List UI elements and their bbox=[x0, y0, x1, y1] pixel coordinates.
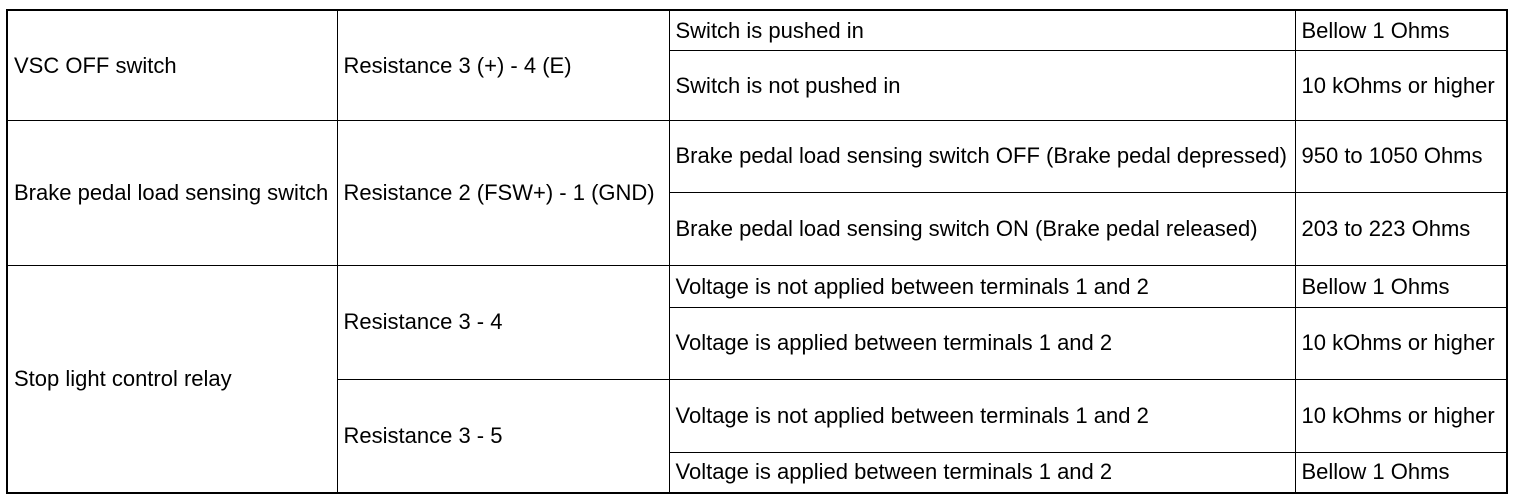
measurement-cell: Resistance 2 (FSW+) - 1 (GND) bbox=[336, 120, 670, 266]
condition-cell: Switch is not pushed in bbox=[668, 50, 1296, 122]
spec-cell: 10 kOhms or higher bbox=[1294, 307, 1508, 380]
condition-cell: Switch is pushed in bbox=[668, 9, 1296, 52]
condition-cell: Voltage is not applied between terminals… bbox=[668, 264, 1296, 309]
condition-cell: Brake pedal load sensing switch ON (Brak… bbox=[668, 191, 1296, 266]
spec-cell: 203 to 223 Ohms bbox=[1294, 191, 1508, 266]
component-cell: Brake pedal load sensing switch bbox=[6, 120, 338, 266]
condition-cell: Voltage is applied between terminals 1 a… bbox=[668, 451, 1296, 494]
spec-cell: Bellow 1 Ohms bbox=[1294, 264, 1508, 309]
measurement-cell: Resistance 3 - 4 bbox=[336, 264, 670, 380]
table-row: Voltage is applied between terminals 1 a… bbox=[7, 451, 1508, 494]
resistance-spec-table: VSC OFF switch Resistance 3 (+) - 4 (E) … bbox=[6, 9, 1508, 494]
component-cell: Stop light control relay bbox=[6, 264, 338, 494]
measurement-cell: Resistance 3 - 5 bbox=[336, 378, 670, 494]
table-row: VSC OFF switch Resistance 3 (+) - 4 (E) … bbox=[6, 9, 1508, 122]
measurement-cell: Resistance 3 (+) - 4 (E) bbox=[336, 9, 670, 122]
table-row: Resistance 3 - 5 Voltage is not applied … bbox=[7, 378, 1508, 494]
table-row: Stop light control relay Resistance 3 - … bbox=[6, 264, 1508, 494]
spec-cell: Bellow 1 Ohms bbox=[1294, 9, 1508, 52]
condition-cell: Voltage is not applied between terminals… bbox=[668, 378, 1296, 453]
condition-cell: Brake pedal load sensing switch OFF (Bra… bbox=[668, 120, 1296, 193]
table-row: Brake pedal load sensing switch Resistan… bbox=[6, 120, 1508, 266]
spec-cell: 950 to 1050 Ohms bbox=[1294, 120, 1508, 193]
table-row: Switch is not pushed in 10 kOhms or high… bbox=[7, 50, 1508, 122]
component-cell: VSC OFF switch bbox=[6, 9, 338, 122]
spec-cell: 10 kOhms or higher bbox=[1294, 378, 1508, 453]
condition-cell: Voltage is applied between terminals 1 a… bbox=[668, 307, 1296, 380]
spec-cell: 10 kOhms or higher bbox=[1294, 50, 1508, 122]
spec-cell: Bellow 1 Ohms bbox=[1294, 451, 1508, 494]
table-row: Brake pedal load sensing switch ON (Brak… bbox=[7, 191, 1508, 266]
